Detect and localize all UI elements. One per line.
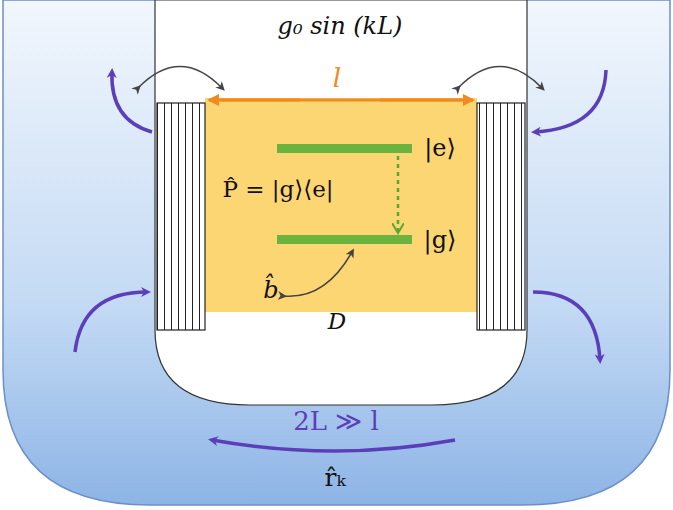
waveguide-mode: r̂ₖ: [324, 464, 345, 492]
ground-state: |g⟩: [424, 227, 457, 253]
phonon-mode: b̂: [263, 277, 278, 303]
loop-length: 2L ≫ l: [293, 407, 379, 436]
dissipator-label: D: [328, 309, 346, 334]
coupling-label: g₀ sin (kL): [278, 13, 403, 39]
excited-state: |e⟩: [424, 135, 456, 161]
length-label: l: [333, 64, 341, 93]
transition-operator: P̂ = |g⟩⟨e|: [222, 177, 333, 202]
